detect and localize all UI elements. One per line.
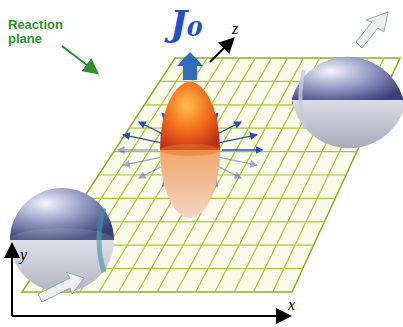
axis-label: y (20, 246, 27, 264)
axes (12, 40, 288, 316)
plane-label: Reaction plane (8, 18, 68, 47)
nucleus-right (292, 12, 403, 148)
nucleus-left (10, 188, 114, 302)
fireball (160, 82, 220, 218)
axis-label: z (232, 20, 238, 38)
angular-momentum-arrow (177, 52, 203, 80)
leader-line (62, 46, 96, 72)
axis-label: x (288, 296, 295, 314)
angular-momentum-label: J₀ (170, 2, 203, 44)
